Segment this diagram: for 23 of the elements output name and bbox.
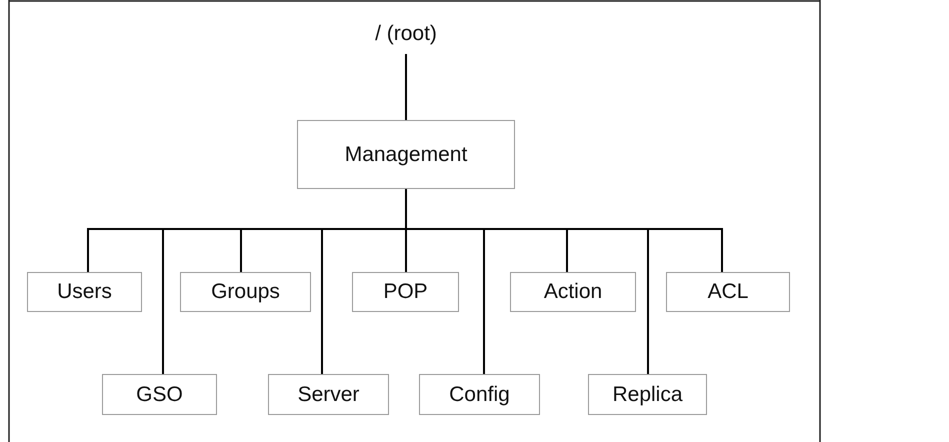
connector-line [405,54,407,120]
tree-node-box [510,272,636,312]
root-label: / (root) [375,22,437,46]
node-label: Users [57,280,112,304]
node-label: Server [298,382,360,406]
tree-node-box [180,272,311,312]
tree-node-box [666,272,790,312]
tree-node-box [102,374,217,415]
tree-node-box [352,272,459,312]
tree-node-box [588,374,707,415]
node-label: POP [383,280,428,304]
tree-node-box [419,374,540,415]
node-label: ACL [708,280,748,304]
node-label: Management [344,142,468,166]
node-label: Replica [612,382,683,406]
node-label: GSO [136,382,183,406]
tree-node-box [268,374,389,415]
node-label: Config [449,382,510,406]
node-label: Groups [211,280,280,304]
connector-line [405,189,723,272]
tree-node-box [297,120,515,189]
node-label: Action [544,280,602,304]
tree-node-box [27,272,142,312]
